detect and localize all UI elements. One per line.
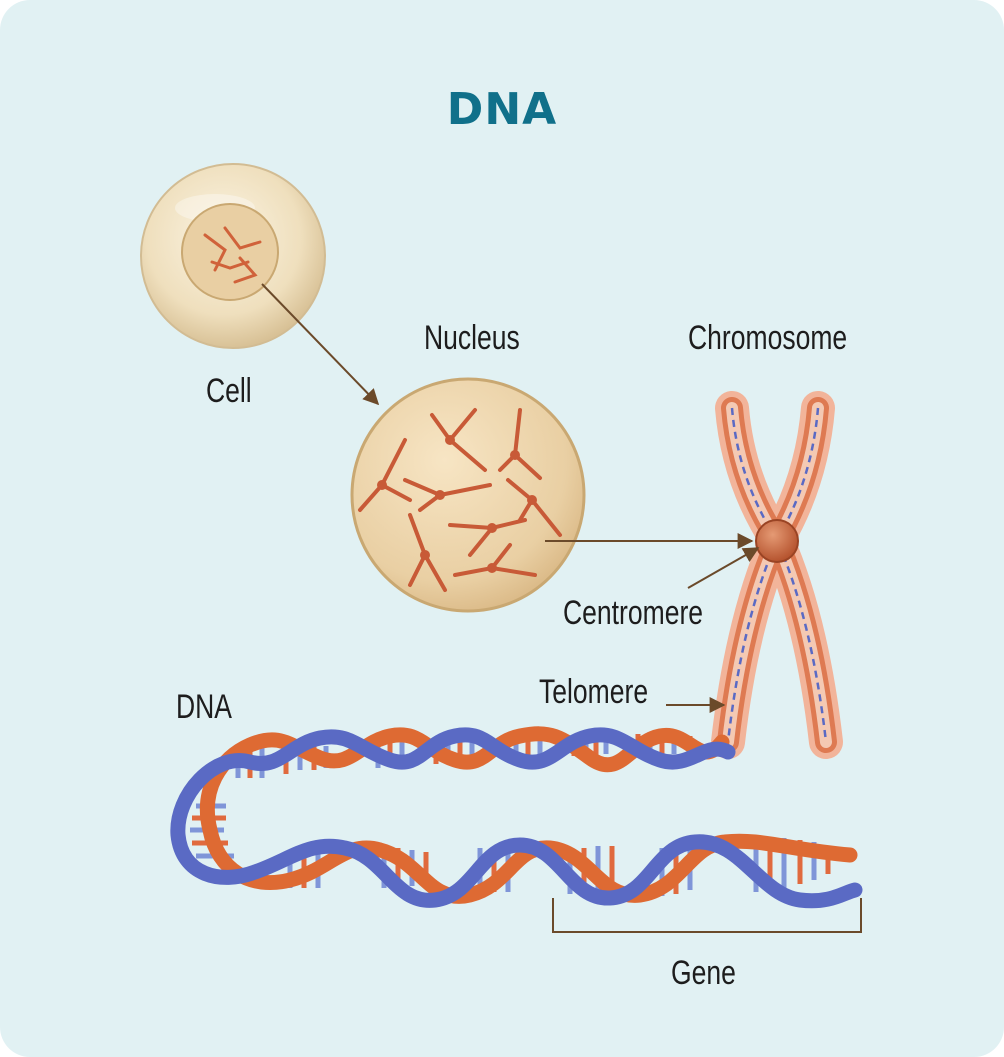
centromere-pointer [687, 547, 760, 589]
gene-bracket [552, 898, 862, 933]
dna-double-helix [170, 726, 863, 909]
chromosome-label: Chromosome [688, 319, 848, 357]
telomere-label: Telomere [539, 673, 649, 711]
chromosome-illustration [711, 391, 843, 759]
centromere-label: Centromere [563, 594, 704, 632]
nucleus-illustration [350, 377, 586, 613]
nucleus-label: Nucleus [424, 319, 520, 357]
diagram-title: DNA [446, 84, 558, 135]
cell-label: Cell [206, 372, 252, 410]
arrow-cell-to-nucleus [261, 283, 380, 406]
dna-label: DNA [176, 688, 233, 726]
gene-label: Gene [671, 954, 736, 992]
